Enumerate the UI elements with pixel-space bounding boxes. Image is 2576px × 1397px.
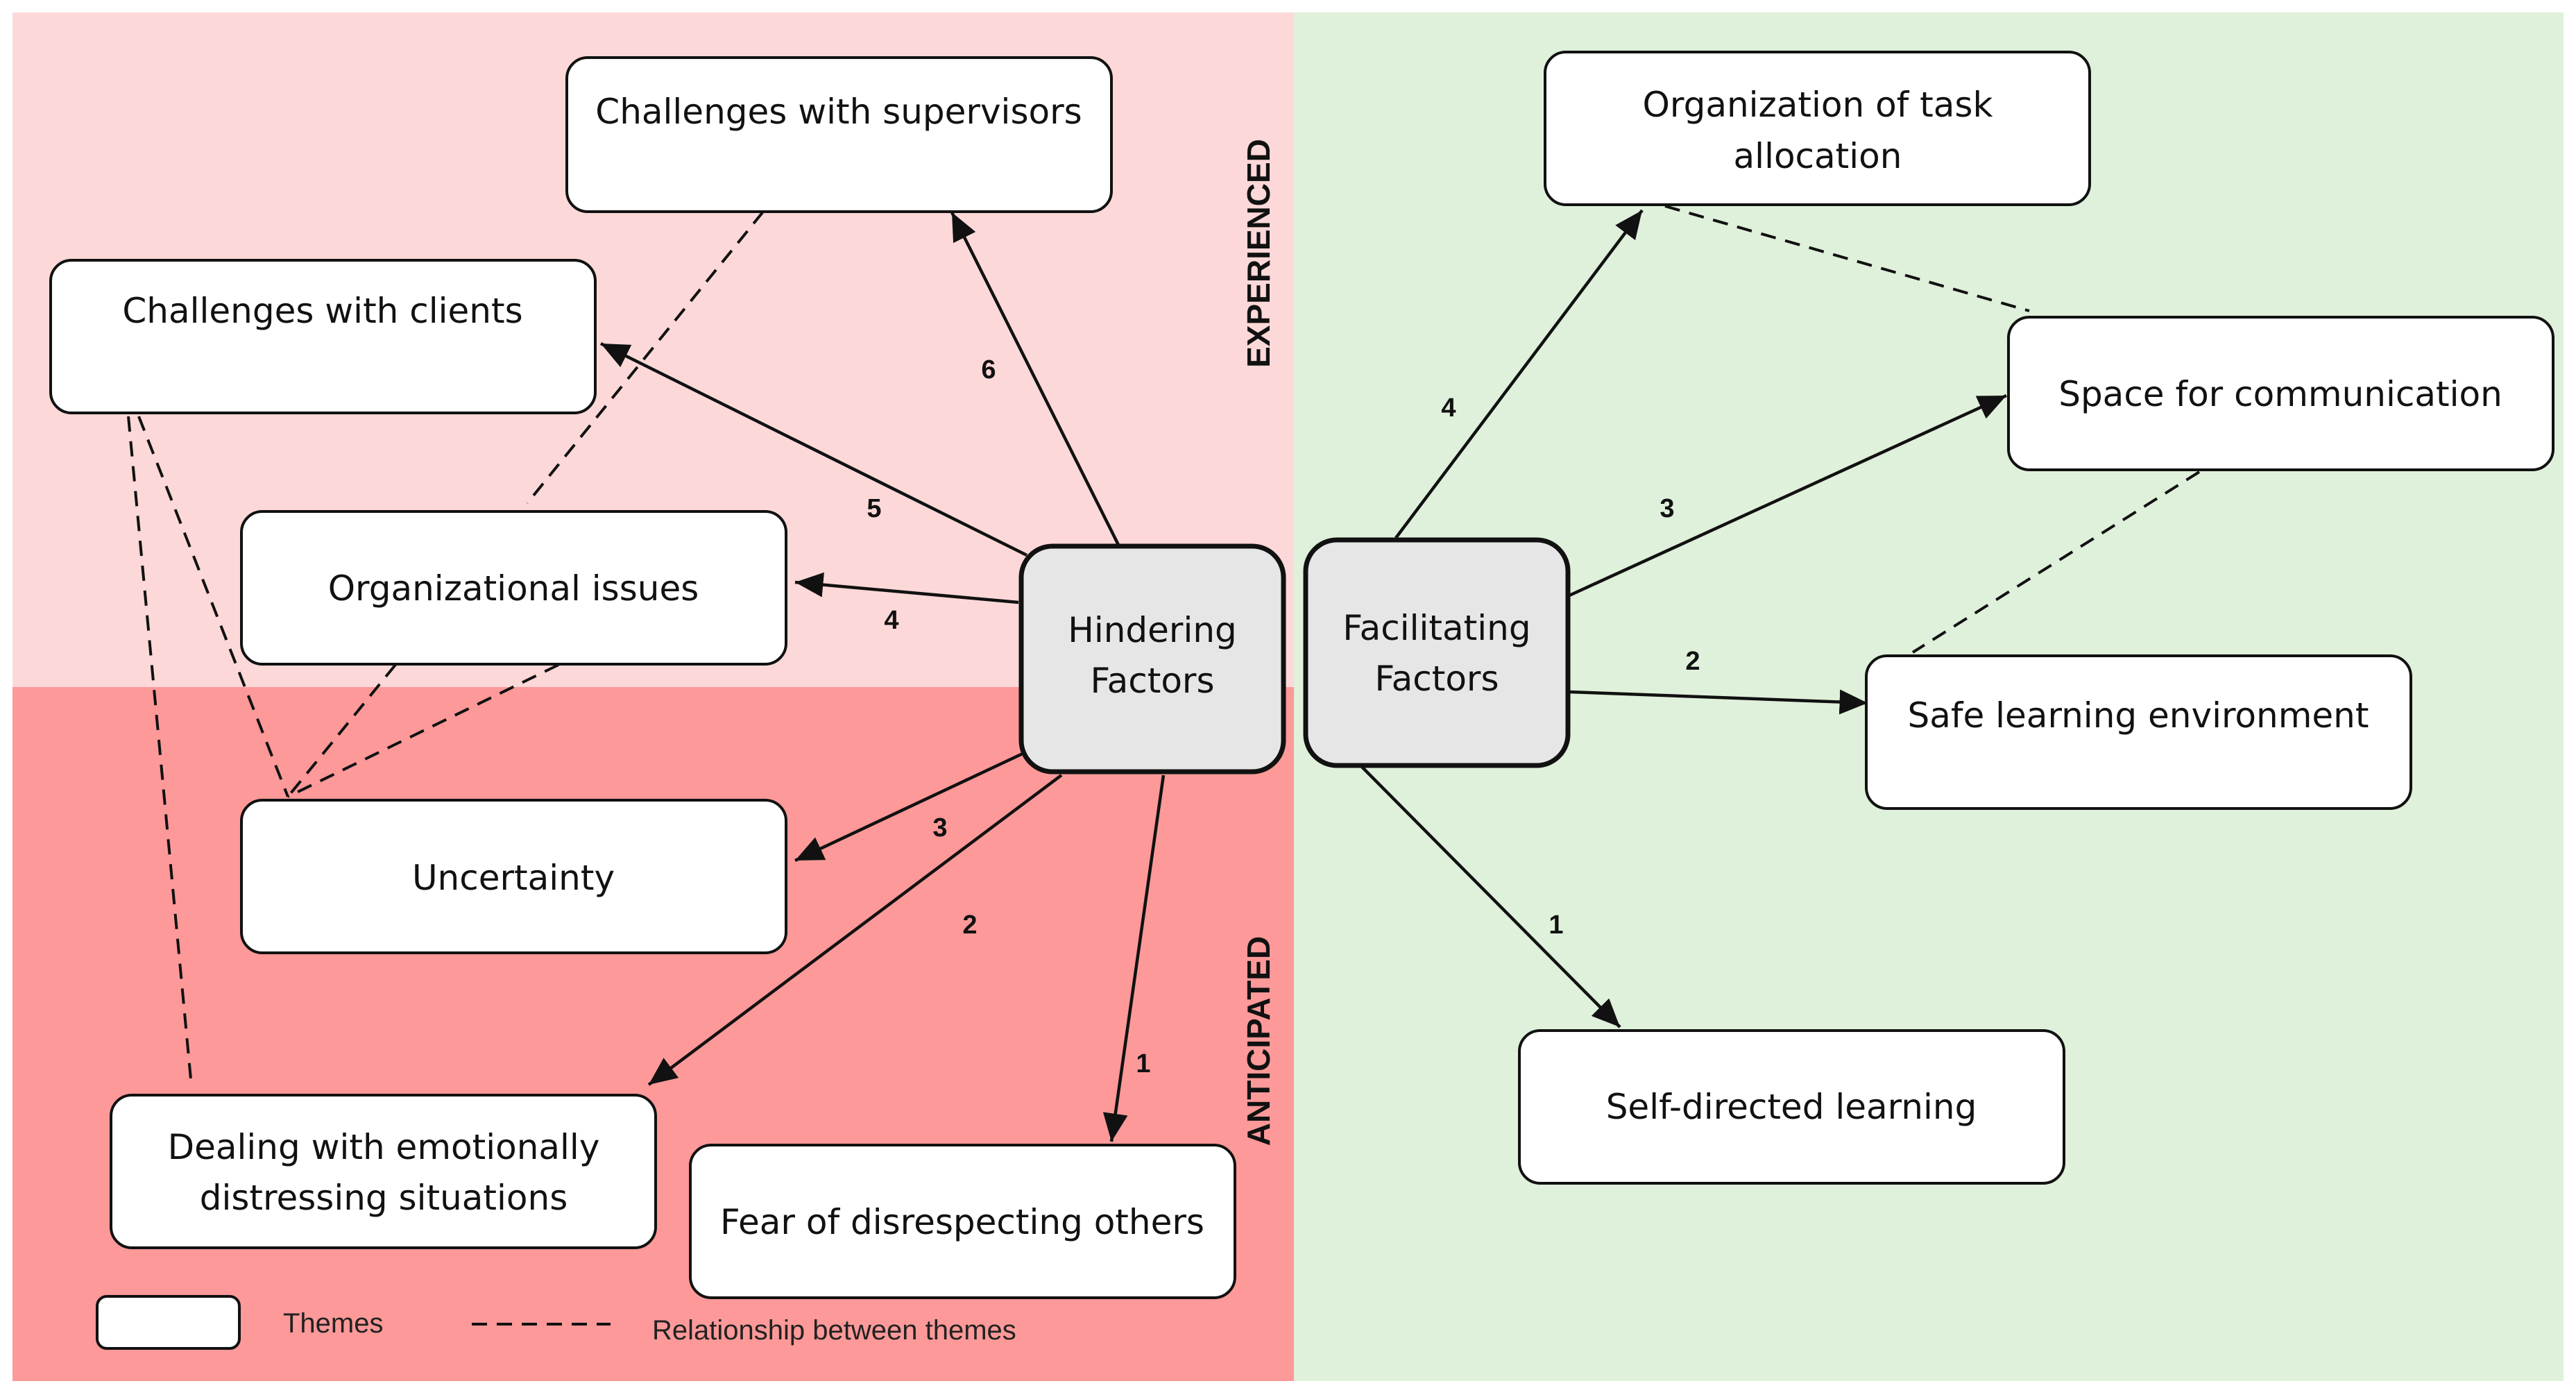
theme-self-directed-learning: Self-directed learning bbox=[1518, 1029, 2065, 1185]
arrow-hindering-4 bbox=[794, 572, 1019, 604]
facilitating-number-3: 3 bbox=[1660, 494, 1674, 523]
relationship-line-clients-uncertainty bbox=[137, 416, 289, 797]
relationship-line-organizational-uncertainty-a bbox=[287, 663, 397, 798]
legend-relationship-label: Relationship between themes bbox=[652, 1315, 1016, 1346]
facilitating-factors-line1: Facilitating bbox=[1342, 608, 1530, 648]
theme-organizational-issues: Organizational issues bbox=[240, 510, 787, 666]
theme-safe-learning-environment: Safe learning environment bbox=[1865, 654, 2412, 810]
relationship-line-task-communication bbox=[1664, 205, 2030, 312]
anticipated-label: ANTICIPATED bbox=[1240, 936, 1277, 1146]
hindering-number-5: 5 bbox=[867, 494, 881, 523]
legend: Themes Relationship between themes bbox=[96, 1295, 1016, 1350]
theme-label-line2: allocation bbox=[1734, 136, 1902, 176]
relationship-lines bbox=[127, 205, 2201, 1080]
arrow-facilitating-2 bbox=[1569, 689, 1868, 715]
relationship-line-organizational-uncertainty-b bbox=[287, 663, 559, 798]
hindering-number-4: 4 bbox=[884, 606, 898, 635]
facilitating-factors-line2: Factors bbox=[1374, 659, 1499, 699]
hindering-number-1: 1 bbox=[1136, 1049, 1150, 1078]
facilitating-number-2: 2 bbox=[1685, 647, 1700, 676]
arrow-hindering-1 bbox=[1102, 774, 1166, 1142]
hindering-factors-line1: Hindering bbox=[1068, 610, 1237, 650]
theme-label: Challenges with supervisors bbox=[595, 92, 1082, 132]
theme-challenges-with-supervisors: Challenges with supervisors bbox=[565, 56, 1113, 213]
theme-label: Fear of disrespecting others bbox=[720, 1202, 1204, 1242]
relationship-line-clients-emotional bbox=[127, 416, 192, 1080]
theme-arrows bbox=[599, 209, 2007, 1142]
facilitating-number-4: 4 bbox=[1441, 393, 1456, 423]
theme-space-for-communication: Space for communication bbox=[2007, 316, 2554, 471]
relationship-line-communication-safe bbox=[1911, 471, 2201, 654]
hindering-number-3: 3 bbox=[932, 813, 947, 843]
hindering-factors-box: Hindering Factors bbox=[1018, 543, 1286, 774]
theme-label: Organizational issues bbox=[328, 568, 699, 609]
theme-challenges-with-clients: Challenges with clients bbox=[49, 259, 597, 414]
theme-label: Self-directed learning bbox=[1606, 1087, 1977, 1127]
facilitating-number-1: 1 bbox=[1549, 911, 1563, 940]
hindering-number-2: 2 bbox=[962, 911, 977, 940]
arrow-hindering-2 bbox=[647, 774, 1063, 1086]
theme-fear-of-disrespecting-others: Fear of disrespecting others bbox=[689, 1144, 1236, 1299]
arrow-hindering-3 bbox=[794, 751, 1025, 863]
theme-label: Challenges with clients bbox=[122, 291, 522, 331]
facilitating-factors-box: Facilitating Factors bbox=[1303, 537, 1571, 768]
theme-label-line1: Organization of task bbox=[1643, 85, 1993, 125]
arrow-numbers: 6 5 4 3 2 1 4 3 2 1 bbox=[867, 355, 1700, 1078]
hindering-number-6: 6 bbox=[981, 355, 996, 384]
legend-themes-label: Themes bbox=[283, 1308, 384, 1339]
theme-label-line1: Dealing with emotionally bbox=[168, 1127, 600, 1167]
theme-organization-of-task-allocation: Organization of task allocation bbox=[1544, 51, 2091, 206]
arrow-hindering-5 bbox=[599, 341, 1028, 557]
theme-dealing-with-emotionally-distressing-situations: Dealing with emotionally distressing sit… bbox=[110, 1094, 657, 1249]
theme-label-line2: distressing situations bbox=[200, 1178, 568, 1218]
theme-label: Uncertainty bbox=[412, 858, 615, 898]
legend-theme-swatch bbox=[96, 1295, 241, 1350]
theme-label: Safe learning environment bbox=[1908, 695, 2369, 736]
arrow-facilitating-4 bbox=[1394, 209, 1644, 539]
theme-uncertainty: Uncertainty bbox=[240, 799, 787, 954]
arrow-facilitating-3 bbox=[1569, 393, 2007, 598]
relationship-line-supervisors-organizational bbox=[526, 210, 765, 505]
arrow-facilitating-1 bbox=[1360, 765, 1621, 1028]
hindering-factors-line2: Factors bbox=[1090, 661, 1214, 701]
arrow-hindering-6 bbox=[950, 211, 1120, 546]
theme-label: Space for communication bbox=[2058, 374, 2502, 414]
experienced-label: EXPERIENCED bbox=[1240, 139, 1277, 368]
